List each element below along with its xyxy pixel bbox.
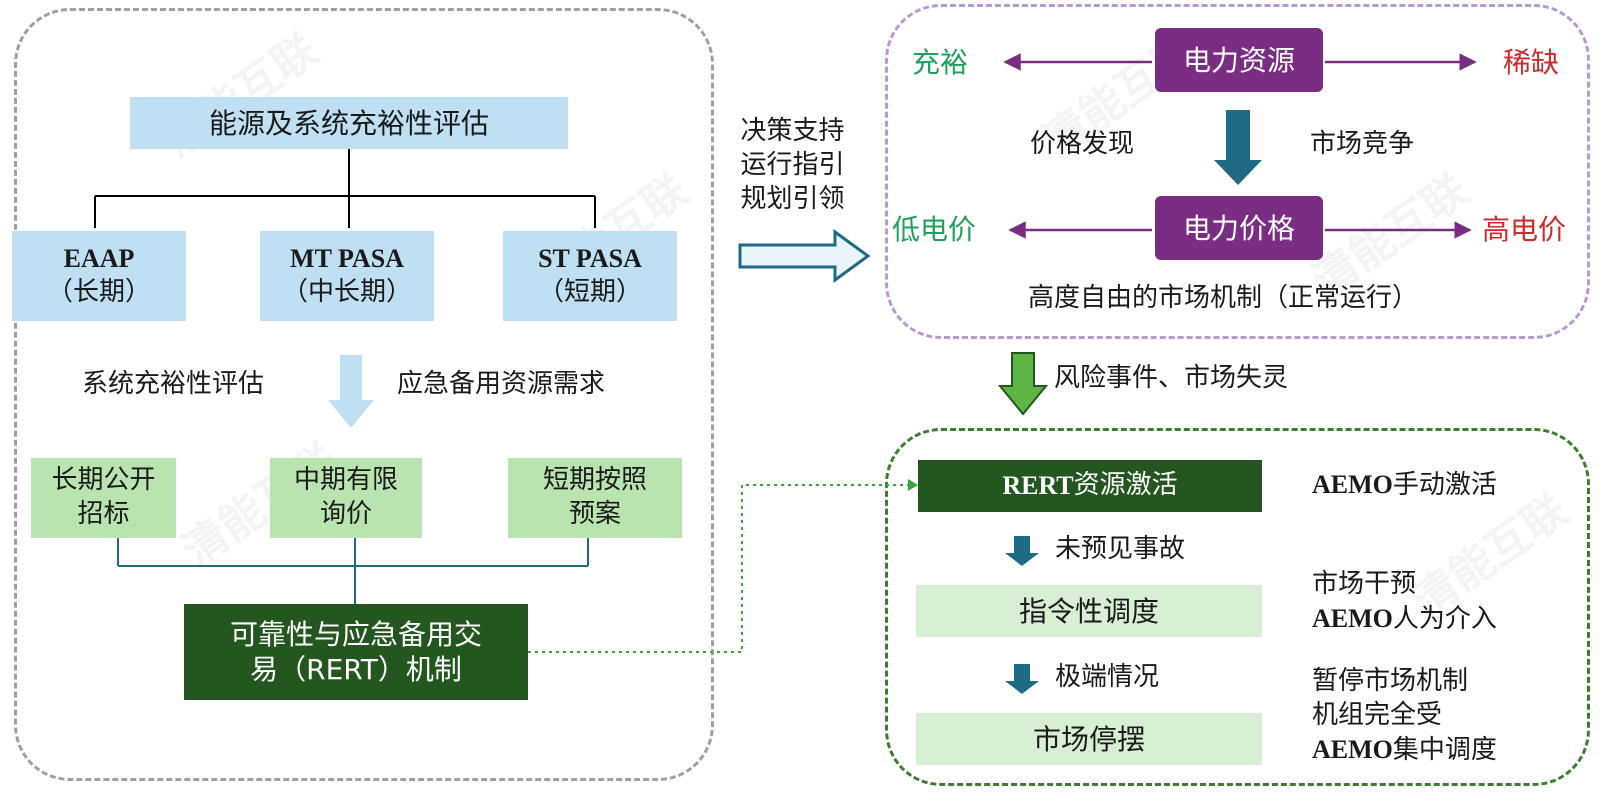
market-competition-label: 市场竞争 [1310, 129, 1415, 159]
st-pasa-term: （短期） [537, 277, 642, 307]
decision-support-line1: 决策支持 [740, 116, 845, 146]
procurement-short-line2: 预案 [568, 499, 621, 529]
procurement-mid-term: 中期有限 询价 [270, 458, 422, 538]
high-price-label: 高电价 [1482, 213, 1567, 246]
procurement-short-line1: 短期按照 [542, 465, 647, 496]
aemo-manual-label: AEMO手动激活 [1312, 468, 1497, 503]
power-price-box: 电力价格 [1155, 196, 1323, 260]
eaap-box: EAAP （长期） [12, 231, 186, 321]
mt-pasa-term: （中长期） [281, 277, 412, 307]
left-panel [14, 8, 714, 781]
rert-activation-suffix: 资源激活 [1073, 470, 1178, 501]
procurement-short-term: 短期按照 预案 [508, 458, 682, 538]
abundant-label: 充裕 [912, 46, 969, 79]
suspension-line3: AEMO集中调度 [1312, 733, 1497, 768]
directive-dispatch-box: 指令性调度 [916, 585, 1262, 637]
aemo-manual-prefix: AEMO [1312, 470, 1393, 499]
unforeseen-label: 未预见事故 [1055, 534, 1186, 564]
intervention-line2: AEMO人为介入 [1312, 602, 1497, 637]
scarce-label: 稀缺 [1503, 46, 1560, 79]
procurement-long-line2: 招标 [77, 499, 130, 529]
mt-pasa-name: MT PASA [290, 244, 404, 274]
suspension-suffix: 集中调度 [1392, 734, 1497, 765]
intervention-aemo: AEMO [1312, 603, 1393, 633]
procurement-long-term: 长期公开 招标 [31, 458, 176, 538]
rert-activation-prefix: RERT [1002, 471, 1074, 501]
decision-support-text: 决策支持 运行指引 规划引领 [725, 115, 860, 216]
extreme-label: 极端情况 [1055, 662, 1160, 692]
procurement-mid-line1: 中期有限 [293, 465, 398, 496]
rert-mechanism-line2: 易（RERT）机制 [250, 653, 462, 686]
procurement-long-line1: 长期公开 [51, 465, 156, 496]
rert-mechanism-box: 可靠性与应急备用交 易（RERT）机制 [184, 604, 528, 700]
low-price-label: 低电价 [892, 213, 977, 246]
eaap-name: EAAP [63, 244, 135, 274]
decision-support-line3: 规划引领 [740, 183, 845, 214]
adequacy-assessment-title: 能源及系统充裕性评估 [130, 97, 568, 149]
market-mechanism-panel [885, 4, 1590, 339]
decision-arrow [738, 229, 871, 283]
st-pasa-box: ST PASA （短期） [503, 231, 677, 321]
decision-support-line2: 运行指引 [740, 149, 845, 180]
power-resource-box: 电力资源 [1155, 28, 1323, 92]
intervention-suffix: 人为介入 [1392, 603, 1497, 634]
intervention-text: 市场干预 AEMO人为介入 [1312, 568, 1497, 637]
intervention-line1: 市场干预 [1312, 569, 1417, 599]
rert-mechanism-line1: 可靠性与应急备用交 [229, 618, 482, 651]
adequacy-label: 系统充裕性评估 [82, 369, 265, 399]
mt-pasa-box: MT PASA （中长期） [260, 231, 434, 321]
reserve-demand-label: 应急备用资源需求 [397, 369, 606, 399]
risk-arrow [997, 352, 1049, 416]
price-discovery-label: 价格发现 [1030, 129, 1135, 159]
suspension-line1: 暂停市场机制 [1312, 666, 1469, 696]
procurement-mid-line2: 询价 [319, 499, 372, 529]
suspension-aemo: AEMO [1312, 734, 1393, 764]
risk-event-label: 风险事件、市场失灵 [1054, 363, 1289, 393]
free-market-caption: 高度自由的市场机制（正常运行） [1028, 283, 1419, 313]
suspension-text: 暂停市场机制 机组完全受 AEMO集中调度 [1312, 665, 1497, 767]
st-pasa-name: ST PASA [538, 244, 642, 274]
market-suspension-box: 市场停摆 [916, 713, 1262, 765]
aemo-manual-suffix: 手动激活 [1392, 470, 1497, 500]
suspension-line2: 机组完全受 [1312, 699, 1443, 730]
eaap-term: （长期） [46, 277, 151, 307]
